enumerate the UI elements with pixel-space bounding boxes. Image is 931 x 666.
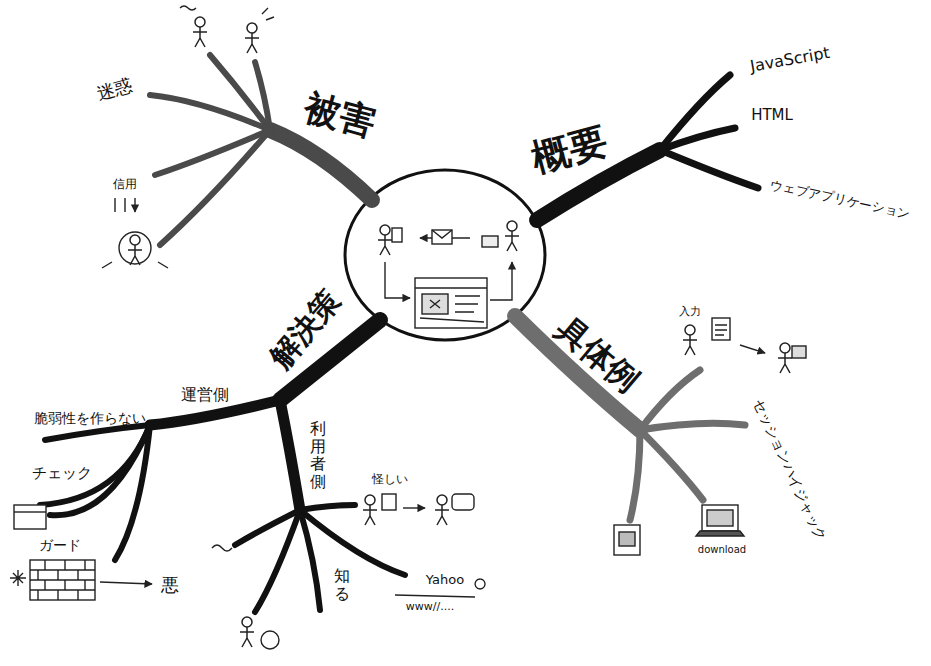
branch-title: 具体例 <box>549 310 646 400</box>
topic-label: 知る <box>334 567 350 602</box>
branch-title: 被害 <box>300 86 380 145</box>
sub-branch-label: 利用者側 <box>310 420 326 490</box>
topic-label: HTML <box>751 107 793 124</box>
topic-label: 入力 <box>679 306 701 319</box>
sub-branch-label: 運営側 <box>181 386 229 404</box>
center-illustration <box>378 221 519 328</box>
branch-title: 概要 <box>528 119 613 181</box>
damage-illustrations <box>102 6 274 268</box>
topic-label: www//.... <box>406 601 454 614</box>
topic-label: 迷惑 <box>95 75 135 104</box>
branch-title: 解決策 <box>263 283 347 374</box>
topic-label: 悪 <box>161 575 179 596</box>
example-branch <box>515 316 745 520</box>
topic-label: Yahoo <box>426 573 464 588</box>
topic-label: チェック <box>32 465 92 482</box>
topic-label: 怪しい <box>372 473 408 487</box>
solution-illustrations <box>10 494 485 649</box>
topic-label: ガード <box>39 537 81 553</box>
topic-label: download <box>698 544 746 556</box>
topic-label: 信用 <box>113 178 137 192</box>
topic-label: JavaScript <box>749 44 831 76</box>
topic-label: セッションハイジャック <box>750 397 830 543</box>
topic-label: 脆弱性を作らない <box>34 410 146 426</box>
topic-label: ウェブアプリケーション <box>769 178 912 222</box>
damage-branch <box>150 55 372 245</box>
